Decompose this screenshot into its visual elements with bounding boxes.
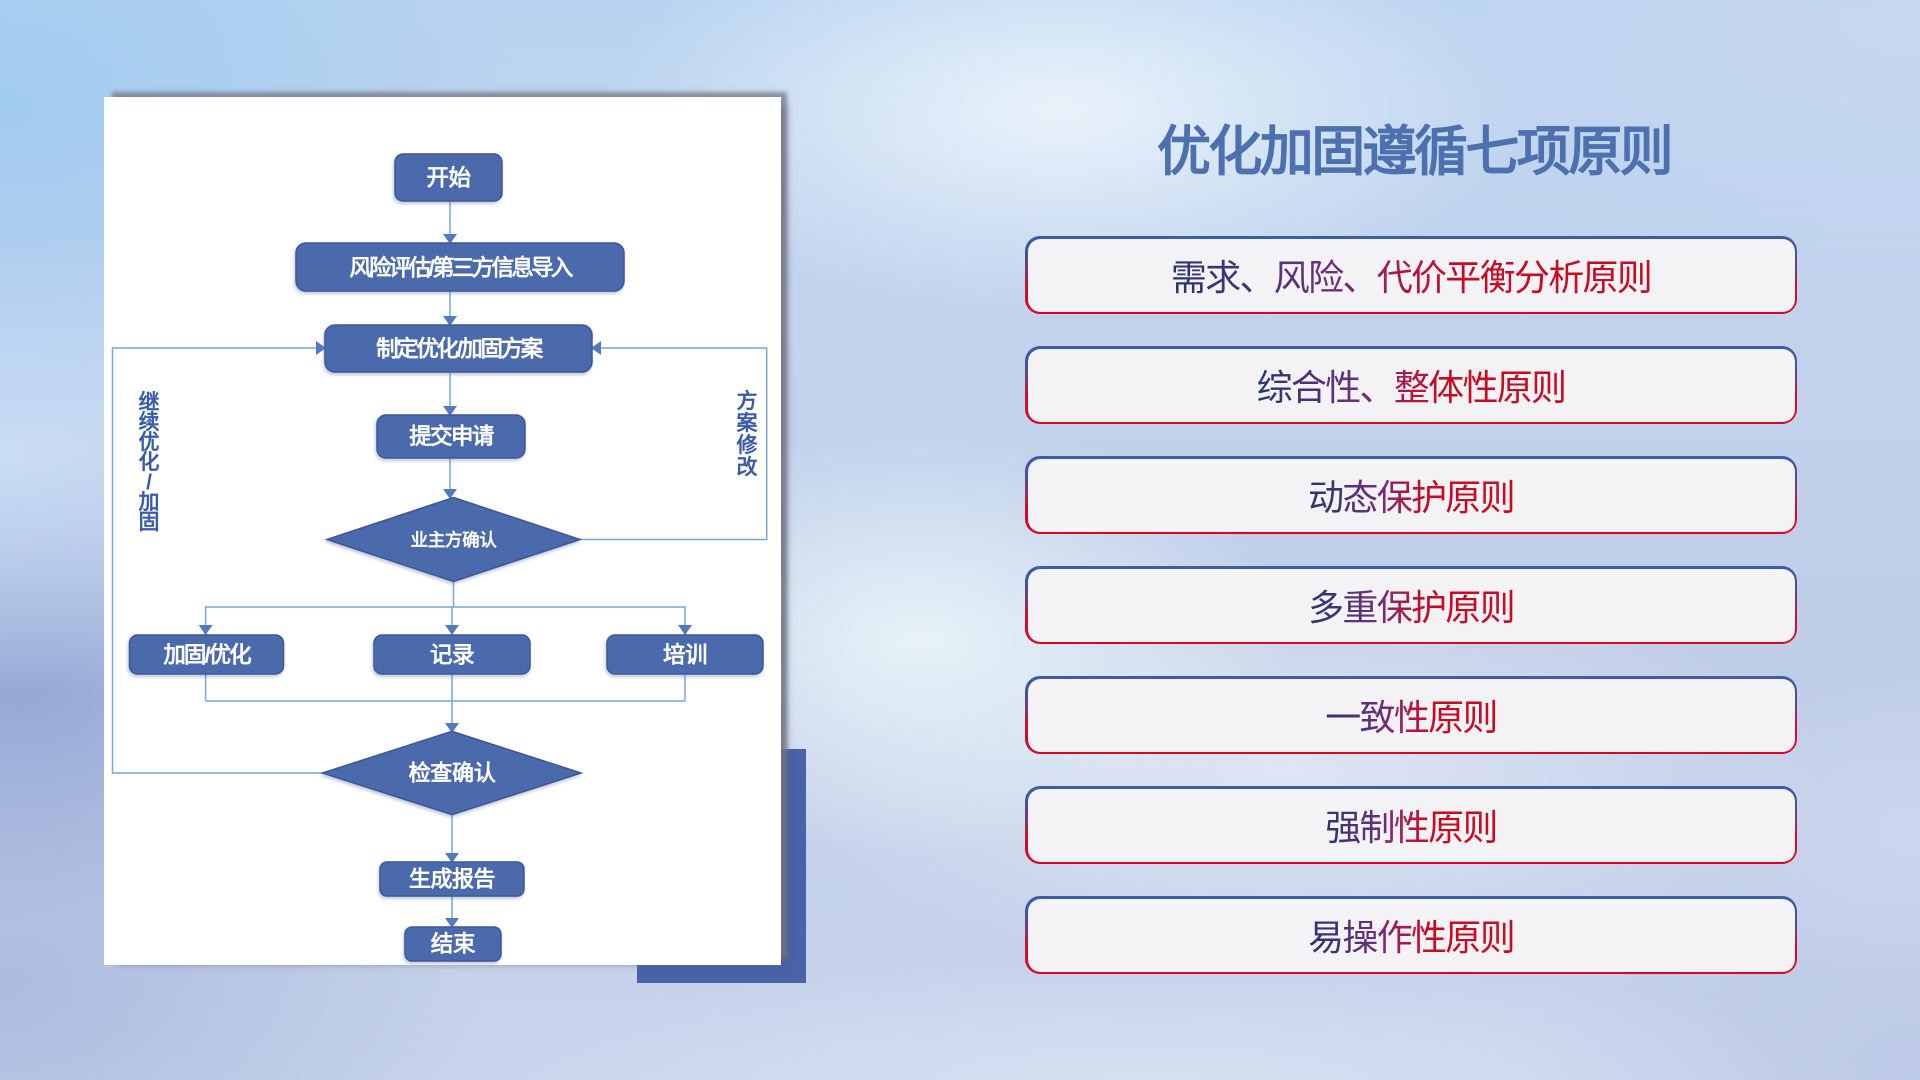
svg-text:生成报告: 生成报告	[409, 867, 496, 892]
svg-text:提交申请: 提交申请	[409, 423, 495, 449]
svg-text:加固/优化: 加固/优化	[162, 642, 252, 668]
svg-text:培训: 培训	[663, 642, 707, 668]
svg-text:制定优化/加固方案: 制定优化/加固方案	[376, 336, 544, 362]
svg-text:记录: 记录	[430, 643, 475, 668]
svg-text:加: 加	[138, 491, 160, 514]
svg-text:案: 案	[736, 411, 759, 435]
svg-text:修: 修	[736, 433, 759, 457]
svg-text:方: 方	[737, 389, 758, 413]
svg-text:风险评估/第三方信息导入: 风险评估/第三方信息导入	[349, 255, 574, 281]
svg-text:检查确认: 检查确认	[409, 761, 496, 786]
svg-text:结束: 结束	[431, 932, 476, 957]
svg-text:改: 改	[737, 455, 759, 479]
svg-text:/: /	[146, 471, 152, 494]
svg-text:业主方确认: 业主方确认	[411, 530, 498, 550]
svg-text:优: 优	[139, 430, 160, 454]
svg-text:继: 继	[139, 390, 160, 414]
svg-text:化: 化	[139, 450, 160, 474]
svg-text:固: 固	[139, 511, 160, 534]
svg-text:开始: 开始	[426, 165, 471, 191]
svg-text:续: 续	[139, 410, 160, 434]
